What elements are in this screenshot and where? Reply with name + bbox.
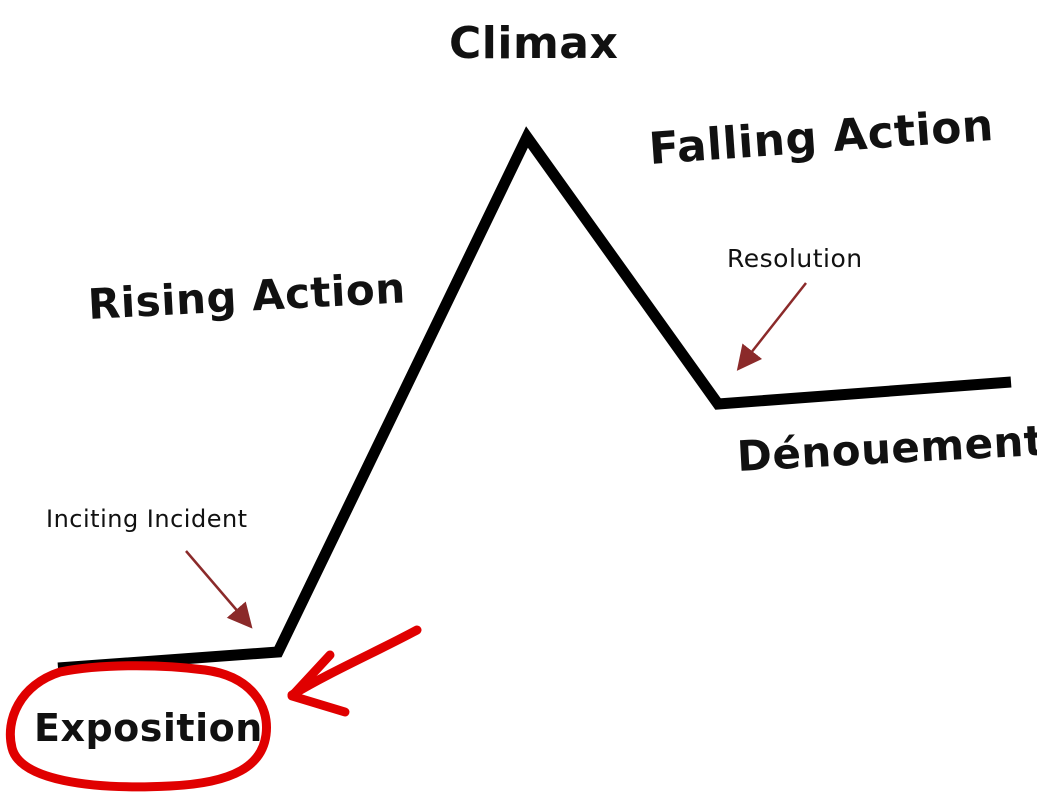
inciting-incident-arrow — [185, 550, 253, 629]
exposition-highlight-arrowhead — [287, 650, 350, 717]
exposition-highlight-circle — [5, 661, 271, 792]
climax-label: Climax — [449, 18, 619, 69]
plot-line — [57, 126, 1012, 674]
exposition-label: Exposition — [34, 706, 263, 750]
resolution-label: Resolution — [727, 244, 863, 273]
resolution-arrow — [736, 282, 807, 371]
inciting-incident-label: Inciting Incident — [46, 505, 248, 533]
exposition-highlight-arrow — [287, 625, 422, 700]
